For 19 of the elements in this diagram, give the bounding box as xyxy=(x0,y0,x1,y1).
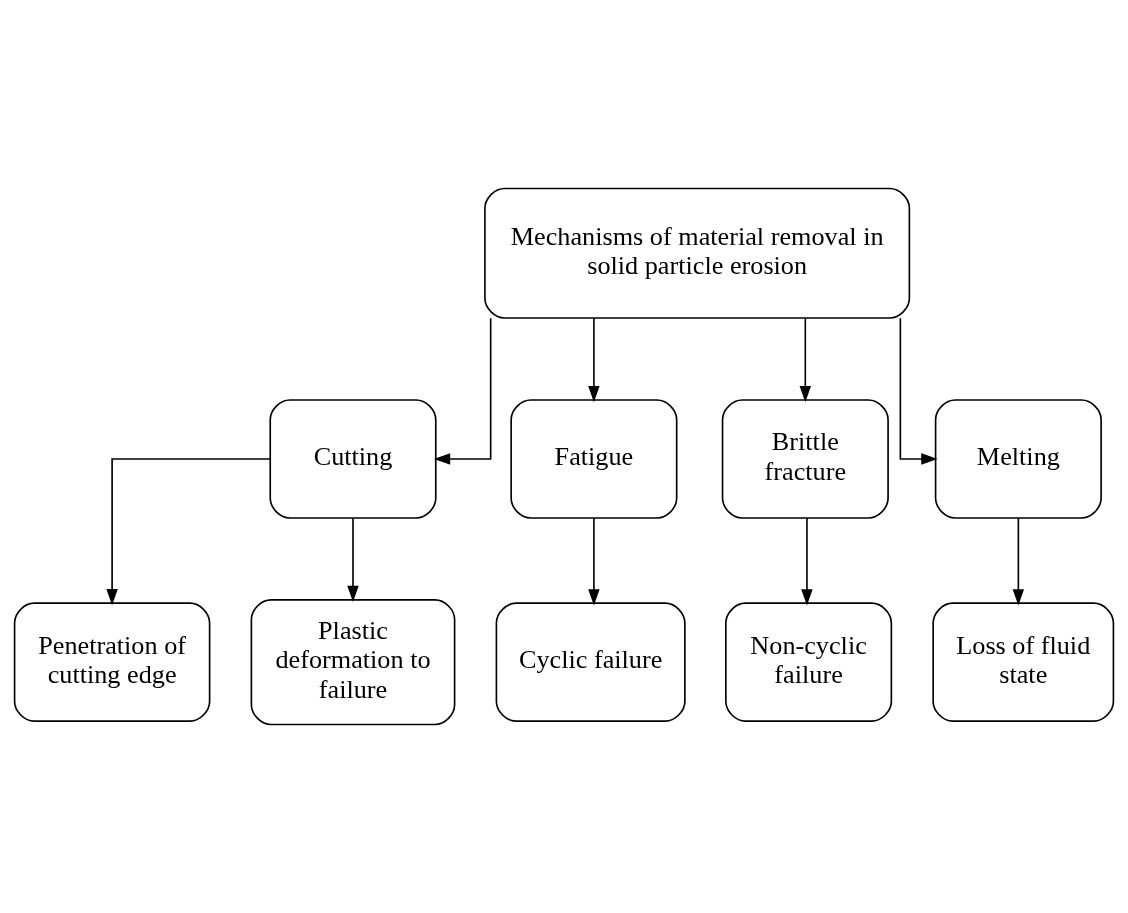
node-box: Penetration of cutting edge xyxy=(13,602,211,722)
node-box: Non-cyclic failure xyxy=(725,602,893,722)
arrow xyxy=(801,517,813,606)
arrow xyxy=(588,317,600,403)
arrow xyxy=(588,517,600,606)
arrow xyxy=(347,517,359,603)
node-box: Fatigue xyxy=(510,399,678,519)
arrow xyxy=(899,317,938,465)
node-box: Brittle fracture xyxy=(721,399,889,519)
node-box: Mechanisms of material removal in solid particle erosion xyxy=(484,187,911,319)
arrow xyxy=(433,317,492,465)
arrow xyxy=(1012,517,1025,606)
node-box: Cutting xyxy=(269,399,437,519)
node-box: Loss of fluid state xyxy=(932,602,1115,722)
arrow xyxy=(106,458,271,606)
node-box: Plastic deformation to failure xyxy=(250,599,456,726)
node-box: Cyclic failure xyxy=(495,602,686,722)
arrow xyxy=(799,317,812,403)
node-box: Melting xyxy=(934,399,1102,519)
